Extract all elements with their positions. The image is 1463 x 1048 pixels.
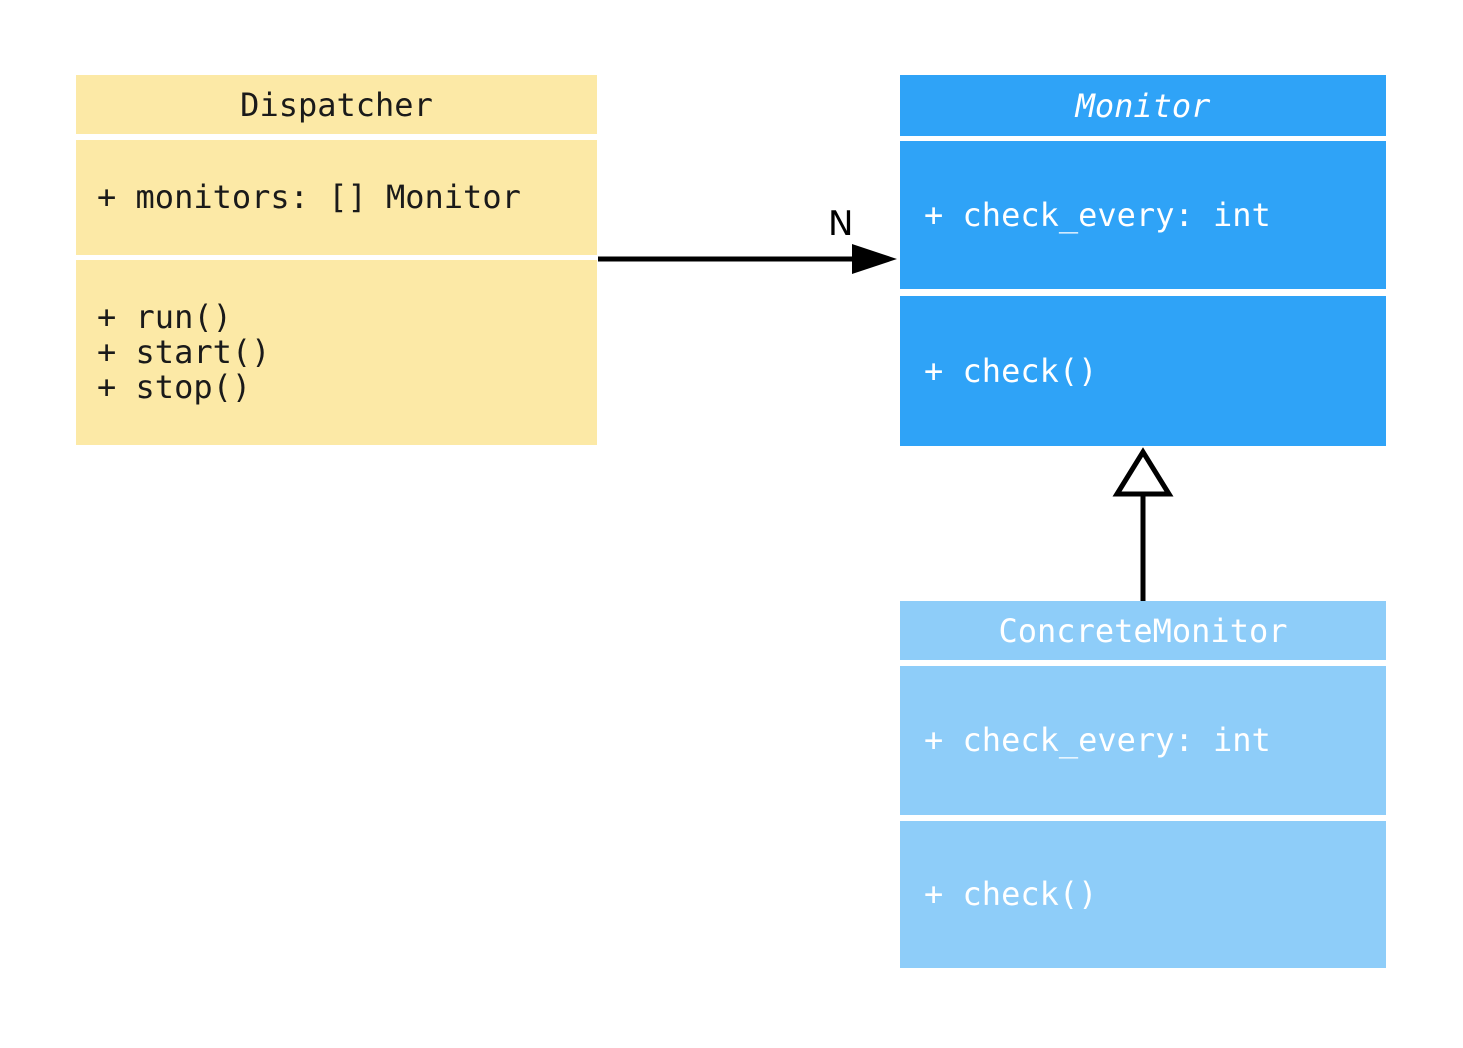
methods-section-dispatcher: + run() + start() + stop() bbox=[76, 260, 597, 445]
methods-section-monitor: + check() bbox=[900, 296, 1386, 446]
method-row: + check() bbox=[924, 351, 1098, 390]
class-box-dispatcher: Dispatcher + monitors: [] Monitor + run(… bbox=[76, 75, 597, 445]
method-row: + start() bbox=[97, 333, 271, 371]
methods-section-concretemonitor: + check() bbox=[900, 821, 1386, 968]
class-box-monitor: Monitor + check_every: int + check() bbox=[900, 75, 1386, 446]
attribute-row: + check_every: int bbox=[924, 721, 1271, 759]
attributes-section-dispatcher: + monitors: [] Monitor bbox=[76, 140, 597, 255]
association-arrow-dispatcher-to-monitor bbox=[598, 244, 897, 274]
method-row: + run() bbox=[97, 298, 232, 336]
class-title-dispatcher: Dispatcher bbox=[76, 75, 597, 134]
class-title-monitor: Monitor bbox=[900, 75, 1386, 136]
method-row: + stop() bbox=[97, 368, 252, 406]
attribute-row: + monitors: [] Monitor bbox=[97, 178, 521, 216]
attribute-row: + check_every: int bbox=[924, 195, 1271, 234]
inheritance-arrow-concretemonitor-to-monitor bbox=[1112, 447, 1174, 601]
method-row: + check() bbox=[924, 875, 1098, 913]
attributes-section-monitor: + check_every: int bbox=[900, 141, 1386, 289]
class-box-concretemonitor: ConcreteMonitor + check_every: int + che… bbox=[900, 601, 1386, 968]
association-multiplicity-label: N bbox=[828, 204, 854, 244]
attributes-section-concretemonitor: + check_every: int bbox=[900, 666, 1386, 815]
class-title-concretemonitor: ConcreteMonitor bbox=[900, 601, 1386, 660]
